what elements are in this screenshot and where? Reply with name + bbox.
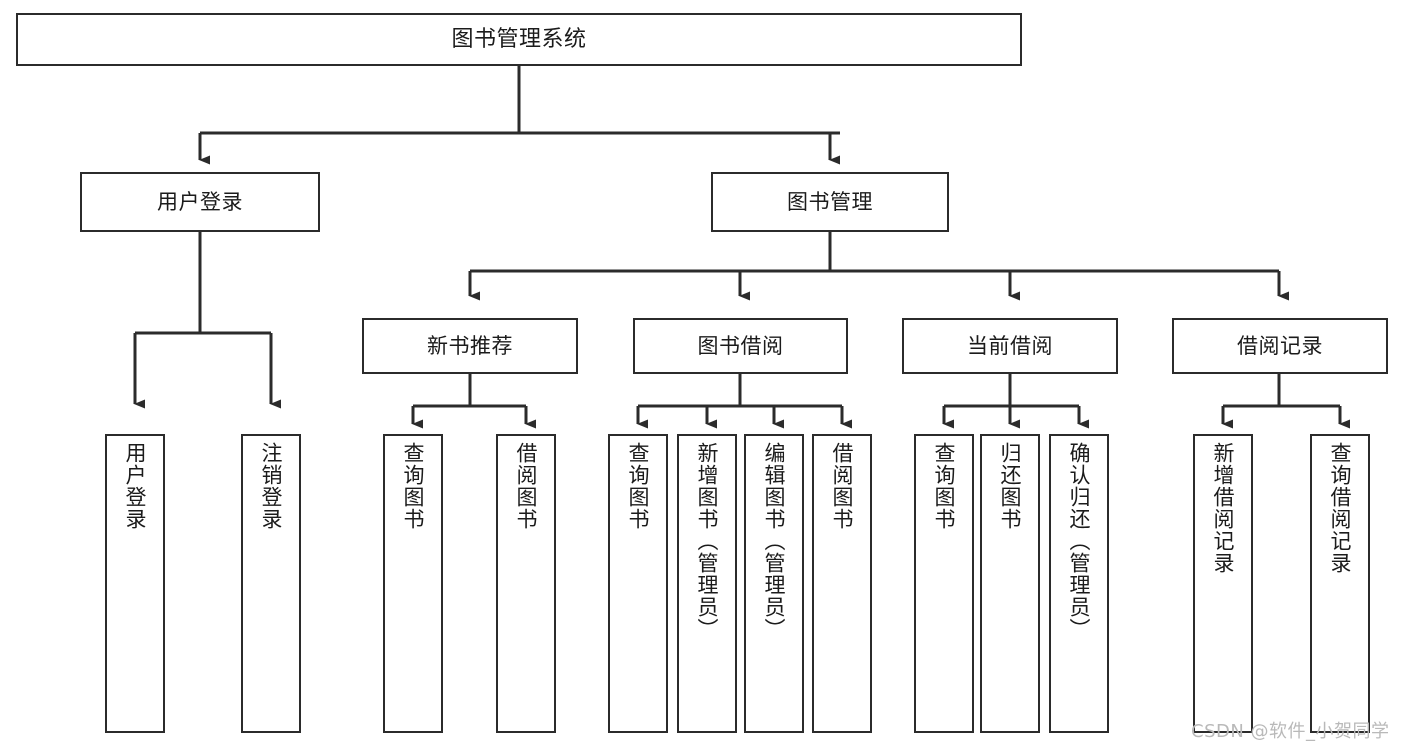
leaf-logout-login[interactable]: 注销登录 [241,434,301,733]
leaf-return-book[interactable]: 归还图书 [980,434,1040,733]
node-book-management[interactable]: 图书管理 [711,172,949,232]
leaf-confirm-return[interactable]: 确认归还（管理员） [1049,434,1109,733]
node-label: 新书推荐 [427,333,513,358]
node-new-book-recommend[interactable]: 新书推荐 [362,318,578,374]
node-current-borrow[interactable]: 当前借阅 [902,318,1118,374]
node-root-system[interactable]: 图书管理系统 [16,13,1022,66]
leaf-query-book-1[interactable]: 查询图书 [383,434,443,733]
node-borrow-record[interactable]: 借阅记录 [1172,318,1388,374]
leaf-borrow-book-2[interactable]: 借阅图书 [812,434,872,733]
leaf-borrow-book-1[interactable]: 借阅图书 [496,434,556,733]
leaf-query-book-3[interactable]: 查询图书 [914,434,974,733]
node-label: 查询图书 [626,442,651,530]
leaf-query-book-2[interactable]: 查询图书 [608,434,668,733]
node-label: 用户登录 [123,442,148,530]
node-label: 编辑图书（管理员） [762,442,787,640]
node-label: 借阅记录 [1237,333,1323,358]
leaf-user-login[interactable]: 用户登录 [105,434,165,733]
leaf-add-book[interactable]: 新增图书（管理员） [677,434,737,733]
csdn-watermark: CSDN @软件_小贺同学 [1191,721,1390,742]
node-label: 新增借阅记录 [1211,442,1236,574]
node-label: 用户登录 [157,189,243,214]
node-user-login[interactable]: 用户登录 [80,172,320,232]
node-label: 注销登录 [259,442,284,530]
node-label: 查询图书 [932,442,957,530]
node-label: 查询借阅记录 [1328,442,1353,574]
node-label: 图书借阅 [697,333,784,358]
leaf-add-record[interactable]: 新增借阅记录 [1193,434,1253,733]
node-label: 确认归还（管理员） [1067,442,1092,640]
node-label: 图书管理 [787,189,873,214]
node-label: 查询图书 [401,442,426,530]
node-label: 借阅图书 [514,442,539,530]
node-label: 借阅图书 [830,442,855,530]
node-label: 当前借阅 [967,333,1053,358]
node-label: 新增图书（管理员） [695,442,720,640]
node-book-borrow[interactable]: 图书借阅 [633,318,848,374]
leaf-query-record[interactable]: 查询借阅记录 [1310,434,1370,733]
leaf-edit-book[interactable]: 编辑图书（管理员） [744,434,804,733]
node-label: 归还图书 [998,442,1023,530]
node-label: 图书管理系统 [451,26,587,52]
